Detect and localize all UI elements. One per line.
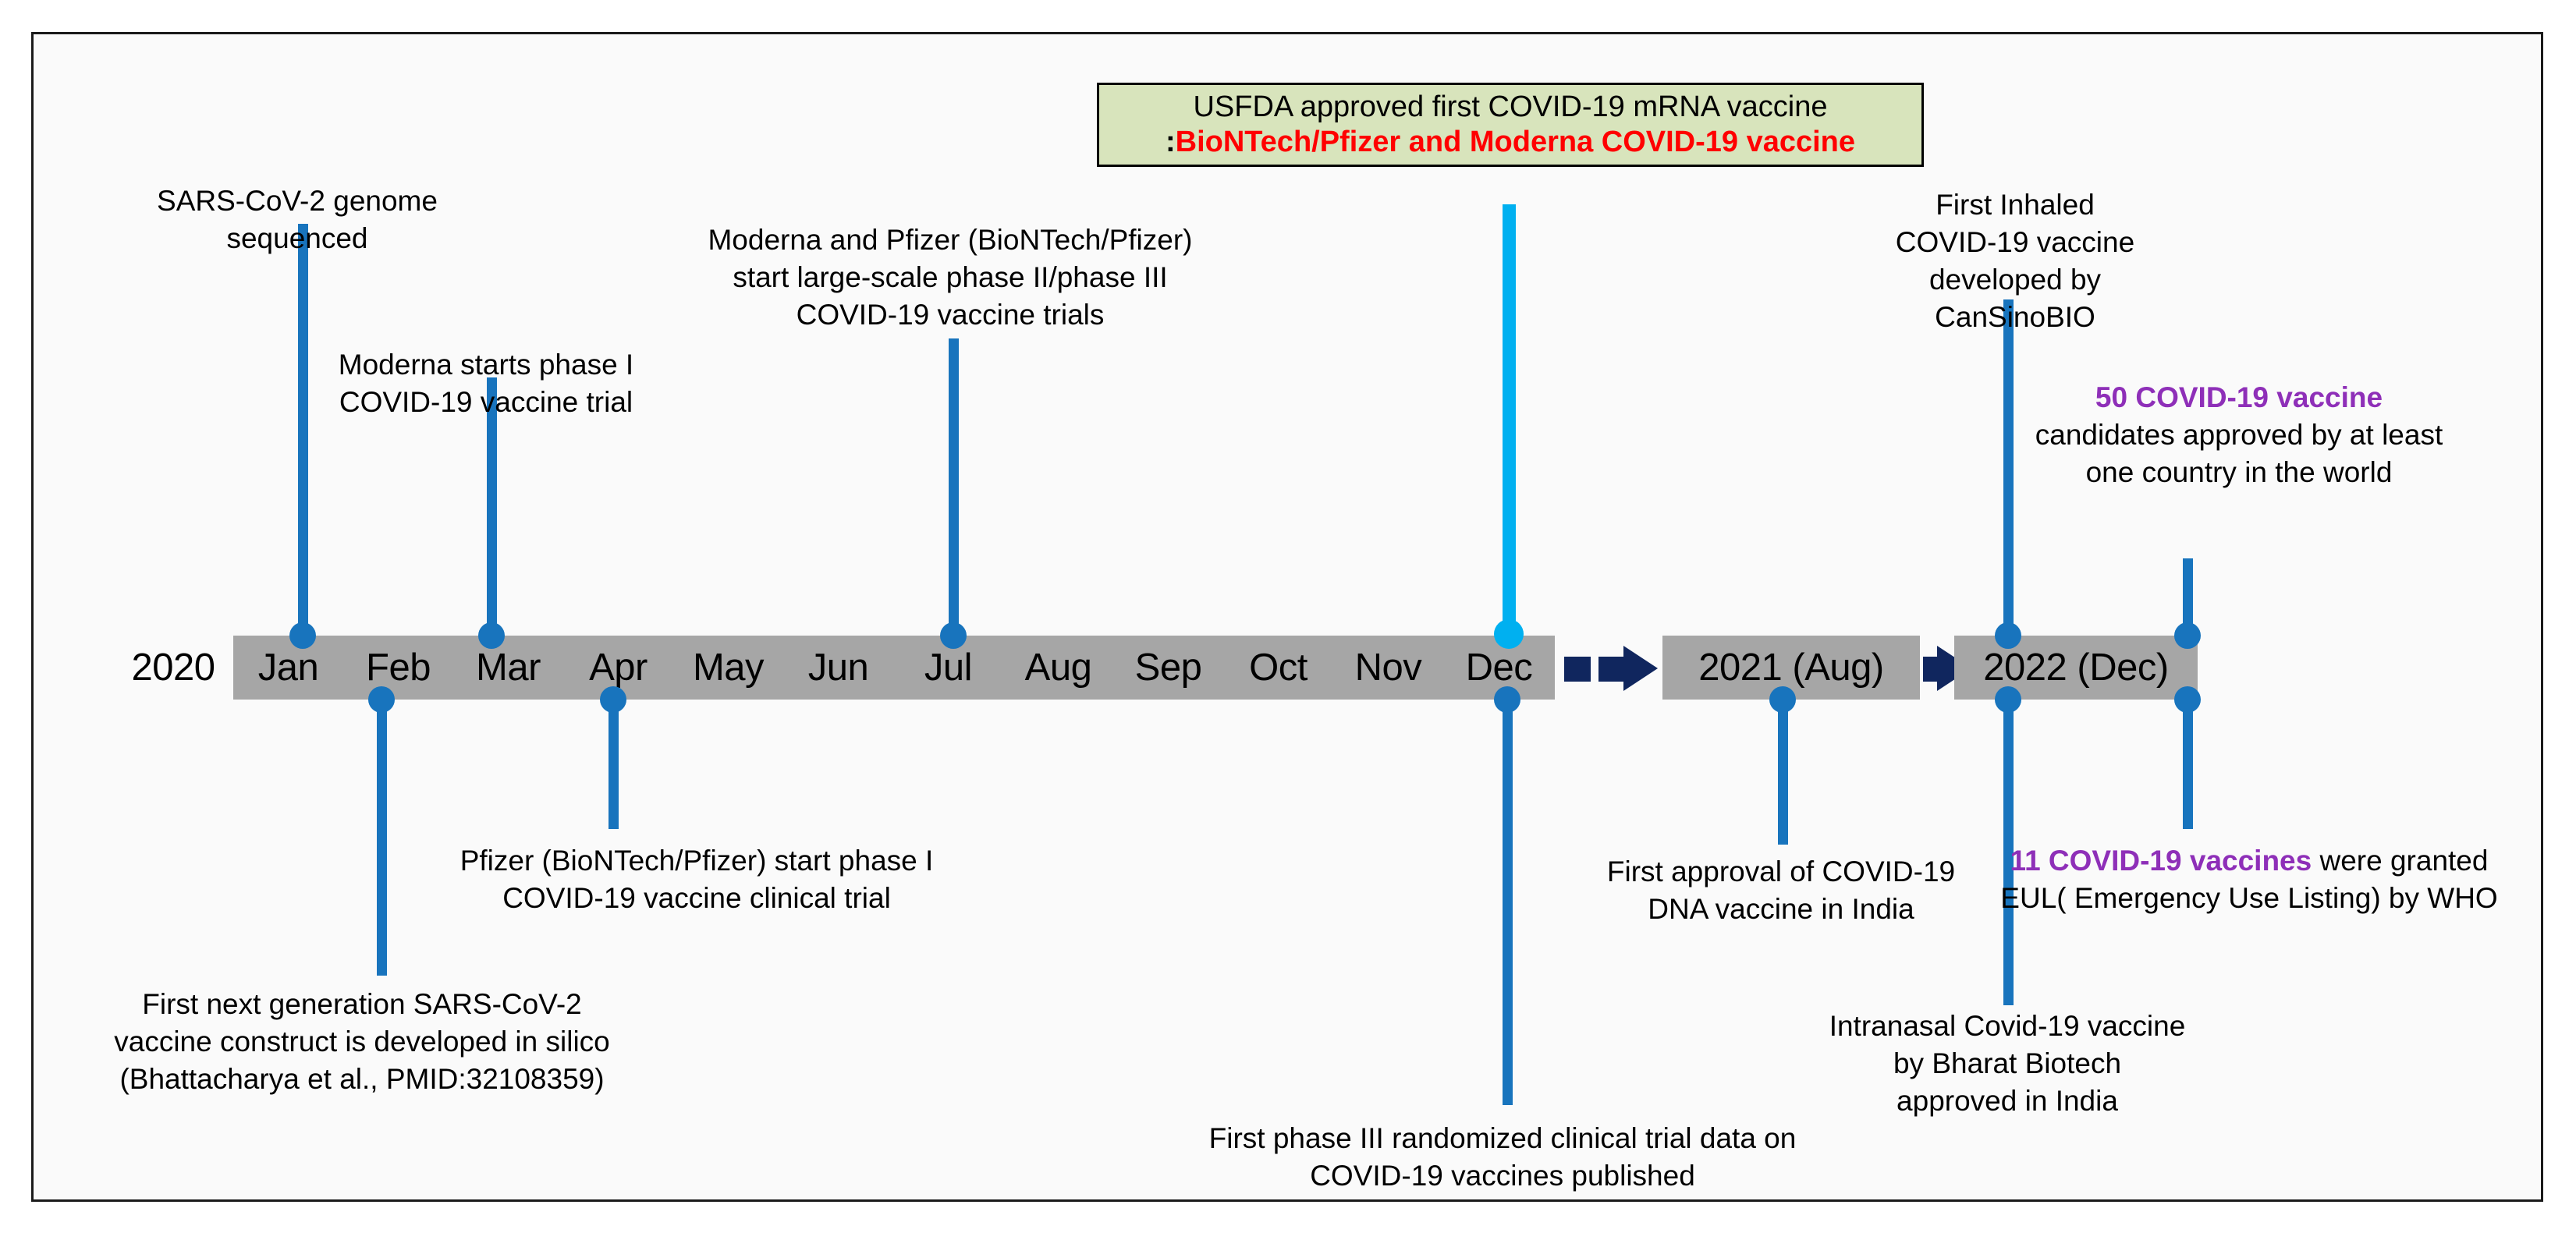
marker-stem-2022-eleven bbox=[2183, 700, 2193, 829]
month-apr[interactable]: Apr bbox=[589, 647, 648, 689]
month-may[interactable]: May bbox=[692, 647, 765, 689]
timeline-bar-2020 bbox=[233, 636, 1555, 700]
usfda-approval-callout: USFDA approved first COVID-19 mRNA vacci… bbox=[1097, 83, 1924, 167]
arrow-head bbox=[1623, 646, 1658, 691]
annotation-pfizer-phase1: Pfizer (BioNTech/Pfizer) start phase I C… bbox=[459, 845, 934, 915]
callout-line-1: USFDA approved first COVID-19 mRNA vacci… bbox=[1193, 90, 1828, 124]
marker-stem-feb bbox=[377, 700, 387, 976]
marker-dot-dec-usfda[interactable] bbox=[1494, 619, 1524, 649]
marker-stem-apr bbox=[609, 700, 619, 829]
marker-dot-2021-dna[interactable] bbox=[1769, 686, 1796, 713]
month-feb[interactable]: Feb bbox=[366, 647, 431, 689]
timeline-arrow-2021-2022 bbox=[1923, 646, 1971, 691]
annotation-dna-vaccine-india: First approval of COVID-19 DNA vaccine i… bbox=[1606, 856, 1956, 926]
marker-dot-jul[interactable] bbox=[940, 622, 967, 649]
month-jul[interactable]: Jul bbox=[924, 647, 973, 689]
marker-dot-jan[interactable] bbox=[289, 622, 316, 649]
annotation-moderna-pfizer-phase23: Moderna and Pfizer (BioNTech/Pfizer) sta… bbox=[708, 224, 1193, 331]
marker-dot-dec-phase3[interactable] bbox=[1494, 686, 1520, 713]
timeline-block-2021-label[interactable]: 2021 (Aug) bbox=[1698, 647, 1884, 689]
marker-stem-2022-inhaled bbox=[2003, 299, 2014, 636]
callout-line-2: :BioNTech/Pfizer and Moderna COVID-19 va… bbox=[1166, 125, 1855, 160]
marker-stem-2021-dna bbox=[1778, 700, 1788, 845]
annotation-first-inhaled: First Inhaled COVID-19 vaccine developed… bbox=[1895, 189, 2135, 334]
arrow-shaft bbox=[1923, 657, 1940, 682]
marker-dot-2022-eleven[interactable] bbox=[2174, 686, 2201, 713]
marker-dot-2022-inhaled[interactable] bbox=[1995, 622, 2021, 649]
month-jun[interactable]: Jun bbox=[807, 647, 869, 689]
annotation-fifty-candidates: 50 COVID-19 vaccine candidates approved … bbox=[1931, 379, 2547, 491]
timeline-bar-2022 bbox=[1954, 636, 2198, 700]
marker-dot-apr[interactable] bbox=[600, 686, 626, 713]
marker-stem-dec-usfda bbox=[1503, 204, 1516, 636]
month-dec[interactable]: Dec bbox=[1465, 647, 1533, 689]
marker-dot-mar[interactable] bbox=[478, 622, 505, 649]
timeline-block-2022-label[interactable]: 2022 (Dec) bbox=[1983, 647, 2169, 689]
month-mar[interactable]: Mar bbox=[476, 647, 541, 689]
marker-dot-2022-fifty[interactable] bbox=[2174, 622, 2201, 649]
callout-colon: : bbox=[1165, 126, 1176, 158]
marker-stem-2022-intranasal bbox=[2003, 700, 2014, 1005]
timeline-year-2020-label: 2020 bbox=[131, 647, 215, 689]
marker-stem-dec-phase3 bbox=[1503, 700, 1513, 1105]
marker-stem-jan bbox=[298, 224, 308, 636]
month-aug[interactable]: Aug bbox=[1024, 647, 1092, 689]
annotation-fifty-candidates-highlight: 50 COVID-19 vaccine bbox=[2095, 381, 2383, 413]
month-oct[interactable]: Oct bbox=[1249, 647, 1308, 689]
annotation-next-gen-construct: First next generation SARS-CoV-2 vaccine… bbox=[114, 988, 610, 1096]
marker-dot-feb[interactable] bbox=[368, 686, 395, 713]
callout-line-2-text: BioNTech/Pfizer and Moderna COVID-19 vac… bbox=[1175, 126, 1856, 158]
annotation-eleven-vaccines-highlight: 11 COVID-19 vaccines bbox=[2010, 845, 2312, 877]
annotation-first-phase3-data: First phase III randomized clinical tria… bbox=[1208, 1122, 1797, 1192]
month-sep[interactable]: Sep bbox=[1134, 647, 1202, 689]
annotation-fifty-candidates-rest: candidates approved by at least one coun… bbox=[2035, 419, 2443, 489]
month-nov[interactable]: Nov bbox=[1354, 647, 1422, 689]
arrow-tail bbox=[1564, 657, 1591, 682]
annotation-eleven-vaccines-rest: were granted EUL( Emergency Use Listing)… bbox=[2000, 845, 2498, 915]
marker-stem-jul bbox=[949, 338, 959, 636]
annotation-sars-genome: SARS-CoV-2 genome sequenced bbox=[157, 185, 438, 255]
annotation-eleven-vaccines: 11 COVID-19 vaccines were granted EUL( E… bbox=[1914, 842, 2576, 917]
figure-frame: USFDA approved first COVID-19 mRNA vacci… bbox=[31, 32, 2543, 1202]
month-jan[interactable]: Jan bbox=[257, 647, 319, 689]
marker-stem-mar bbox=[487, 377, 497, 636]
marker-dot-2022-intranasal[interactable] bbox=[1995, 686, 2021, 713]
arrow-shaft bbox=[1598, 657, 1627, 682]
marker-stem-2022-fifty bbox=[2183, 558, 2193, 636]
annotation-moderna-phase1: Moderna starts phase I COVID-19 vaccine … bbox=[338, 349, 634, 419]
timeline-arrow-2020-2021 bbox=[1564, 646, 1658, 691]
annotation-intranasal-bharat: Intranasal Covid-19 vaccine by Bharat Bi… bbox=[1829, 1010, 2186, 1118]
